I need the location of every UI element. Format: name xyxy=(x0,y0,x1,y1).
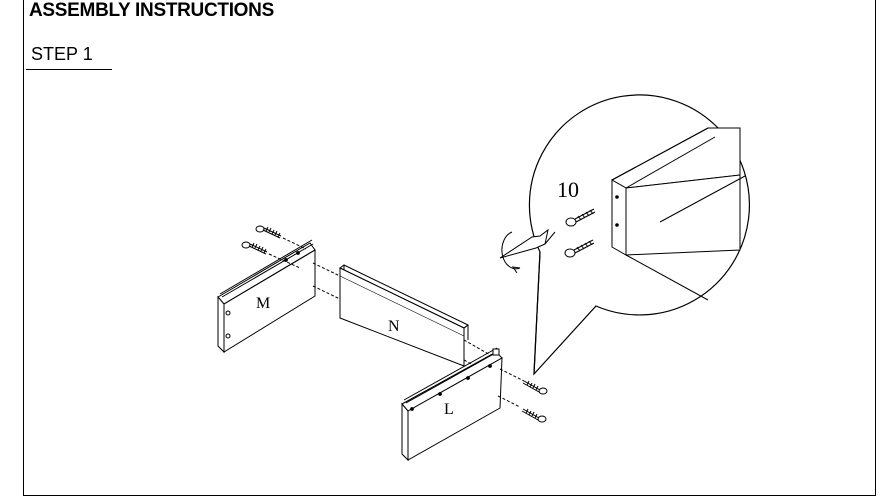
alignment-line xyxy=(312,285,343,301)
screw-icon xyxy=(255,225,307,250)
screw-icon xyxy=(565,208,596,227)
page-title: ASSEMBLY INSTRUCTIONS xyxy=(29,0,274,21)
screw-icon xyxy=(521,408,547,423)
step-underline xyxy=(26,69,112,70)
alignment-line xyxy=(497,395,521,408)
panel-l xyxy=(401,347,503,462)
screw-count-label: 10 xyxy=(557,177,579,202)
page-frame xyxy=(23,0,876,496)
screw-icon xyxy=(564,239,595,258)
screw-icon xyxy=(241,241,301,269)
cabinet-corner-detail xyxy=(610,127,746,301)
alignment-line xyxy=(499,368,525,382)
step-heading: STEP 1 xyxy=(31,44,93,64)
screwdriver-icon xyxy=(499,228,556,274)
panel-m xyxy=(217,239,316,354)
panel-l-label: L xyxy=(444,401,454,418)
screw-icon xyxy=(522,380,548,395)
panel-n xyxy=(339,264,469,367)
alignment-line xyxy=(312,262,343,278)
panel-n-label: N xyxy=(388,318,400,335)
panel-m-label: M xyxy=(256,295,270,312)
